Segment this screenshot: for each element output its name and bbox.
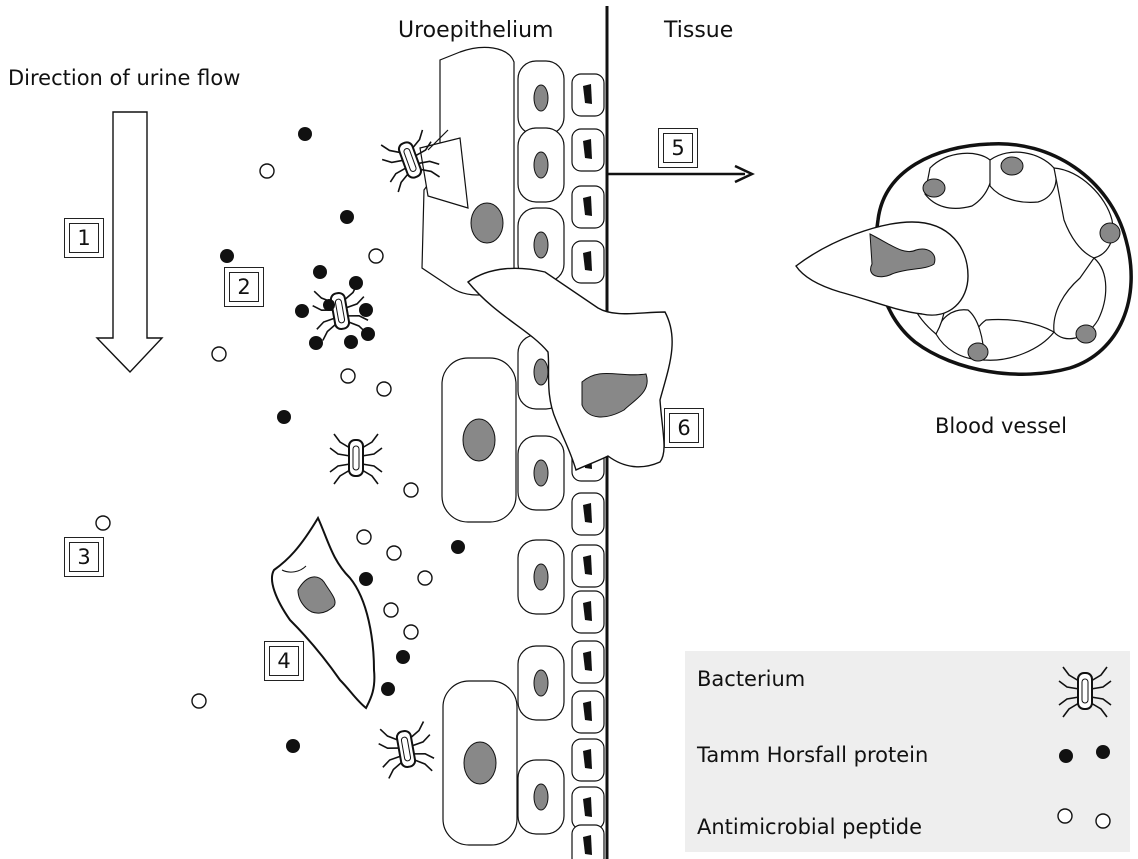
legend-antimicrobial-icon (1058, 809, 1110, 828)
legend-tamm-horsfall-icon (1059, 745, 1110, 763)
step-5-marker: 5 (658, 128, 698, 168)
step-3-marker: 3 (64, 537, 104, 577)
legend-symbols (685, 651, 1130, 852)
intermediate-cell-layer (518, 61, 564, 834)
migration-arrow (607, 166, 752, 182)
step-4-number: 4 (269, 646, 299, 676)
step-1-marker: 1 (64, 218, 104, 258)
bacterium-free-2 (376, 721, 436, 779)
blood-vessel (796, 144, 1131, 375)
aggregated-bacterium (295, 265, 375, 350)
step-4-marker: 4 (264, 641, 304, 681)
step-6-marker: 6 (664, 408, 704, 448)
step-1-number: 1 (69, 223, 99, 253)
invading-bacterium (377, 129, 468, 208)
urine-flow-label: Direction of urine flow (8, 66, 240, 90)
legend-bacterium-icon (1059, 667, 1111, 717)
step-2-number: 2 (229, 272, 259, 302)
step-2-marker: 2 (224, 267, 264, 307)
step-5-number: 5 (663, 133, 693, 163)
uroepithelium-label: Uroepithelium (398, 18, 553, 43)
bacterium-free-1 (330, 434, 382, 484)
step-6-number: 6 (669, 413, 699, 443)
urine-flow-arrow (97, 112, 162, 372)
step-3-number: 3 (69, 542, 99, 572)
tissue-label: Tissue (664, 18, 733, 43)
blood-vessel-label: Blood vessel (935, 414, 1067, 438)
legend-box: Bacterium Tamm Horsfall protein Antimicr… (685, 651, 1130, 852)
